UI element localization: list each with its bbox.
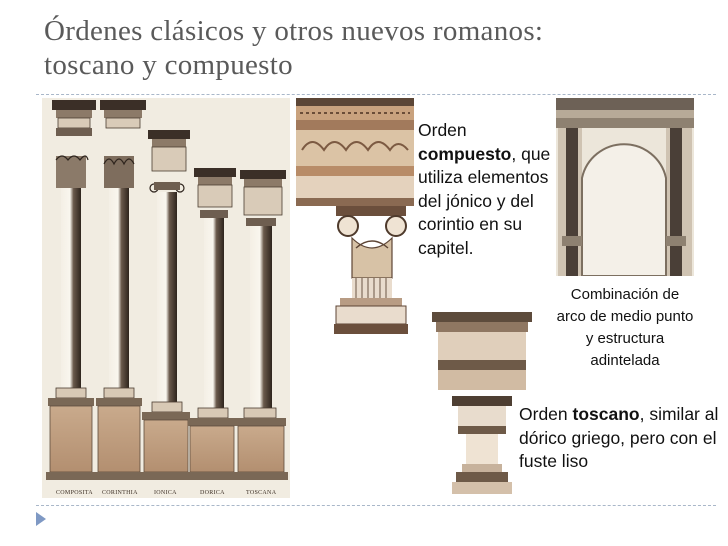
- arch-with-lintel-structure-image: [556, 98, 694, 276]
- slide-title-line-1: Órdenes clásicos y otros nuevos romanos:: [44, 15, 544, 47]
- composite-caption-suffix: , que utiliza elementos del jónico y del…: [418, 143, 551, 258]
- classical-orders-plate: COMPOSITA CORINTHIA IONICA DORICA TOSCAN…: [42, 98, 290, 498]
- composite-column: [46, 100, 96, 480]
- composite-caption-prefix: Orden: [418, 120, 467, 140]
- label-toscana: TOSCANA: [246, 490, 277, 496]
- slide-title: Órdenes clásicos y otros nuevos romanos:…: [44, 14, 704, 82]
- tuscan-capital-image: [432, 312, 532, 498]
- tuscan-caption-bold: toscano: [572, 404, 640, 424]
- bottom-divider: [36, 505, 716, 506]
- slide-title-line-2: toscano y compuesto: [44, 49, 293, 81]
- arch-caption: Combinación de arco de medio punto y est…: [556, 286, 694, 369]
- tuscan-column: [234, 170, 288, 480]
- label-dorica: DORICA: [200, 490, 225, 496]
- composite-caption: Orden compuesto, que utiliza elementos d…: [418, 119, 554, 260]
- five-classical-orders-engraving: COMPOSITA CORINTHIA IONICA DORICA TOSCAN…: [46, 100, 288, 496]
- composite-capital-engraving: [296, 98, 414, 334]
- corinthian-column: [94, 100, 146, 480]
- composite-capital-image: [296, 98, 414, 336]
- tuscan-caption-prefix: Orden: [519, 404, 573, 424]
- composite-caption-bold: compuesto: [418, 143, 512, 164]
- label-corinthia: CORINTHIA: [102, 490, 138, 496]
- tuscan-caption-suffix: , similar al dórico griego, pero con el …: [519, 404, 719, 471]
- slide-bullet-arrow-icon: [36, 512, 46, 526]
- top-divider: [36, 94, 716, 95]
- label-composita: COMPOSITA: [56, 490, 93, 496]
- doric-column: [186, 168, 238, 480]
- tuscan-capital-engraving: [432, 312, 532, 494]
- tuscan-caption: Orden toscano, similar al dórico griego,…: [519, 403, 719, 474]
- ionic-column: [140, 130, 192, 480]
- label-ionica: IONICA: [154, 490, 177, 496]
- arch-image: [556, 98, 694, 276]
